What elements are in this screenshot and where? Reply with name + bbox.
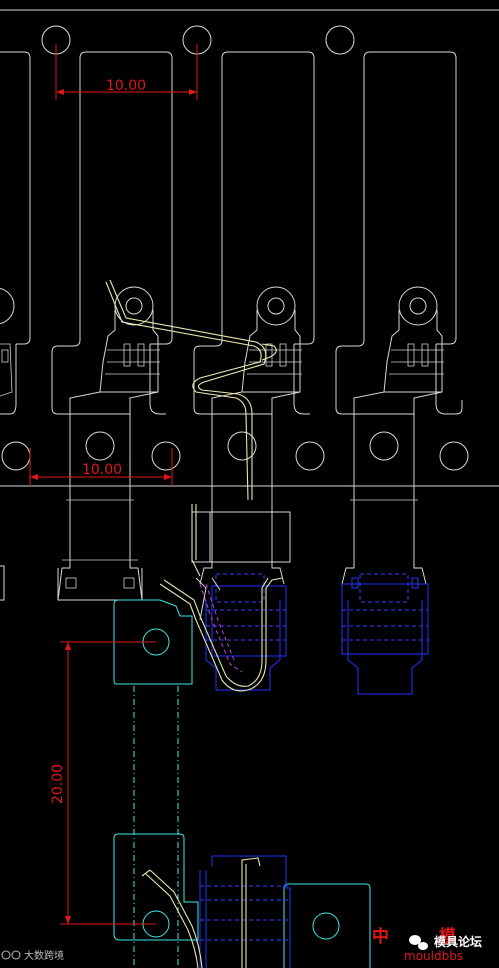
watermark-account-name: 模具论坛	[434, 934, 482, 949]
terminal-shanks	[0, 414, 427, 601]
dimension-text-pitch-middle: 10.00	[82, 462, 122, 478]
hidden-detail-upper	[205, 573, 429, 695]
source-logo-icon	[1, 950, 21, 960]
dimension-pitch-top	[55, 44, 198, 100]
carrier-strip-middle	[0, 431, 499, 487]
dimension-text-vertical: 20.00	[50, 764, 66, 804]
bent-wire-part	[105, 279, 291, 577]
dimension-text-pitch-top: 10.00	[106, 78, 146, 94]
dimension-pitch-middle	[29, 448, 173, 486]
wechat-icon	[409, 935, 428, 950]
watermark-source-name: 大数跨境	[24, 949, 64, 962]
formed-spring-part	[159, 577, 283, 692]
pilot-holes-top-row	[41, 25, 355, 55]
terminal-slot-outlines	[0, 51, 463, 415]
terminal-heads	[0, 286, 444, 415]
lower-part-details	[141, 855, 291, 968]
watermark-site-chinese: 中 模 论	[372, 926, 499, 947]
dimension-vertical	[60, 641, 156, 925]
watermark-site-latin: mouldbbs	[404, 949, 463, 963]
